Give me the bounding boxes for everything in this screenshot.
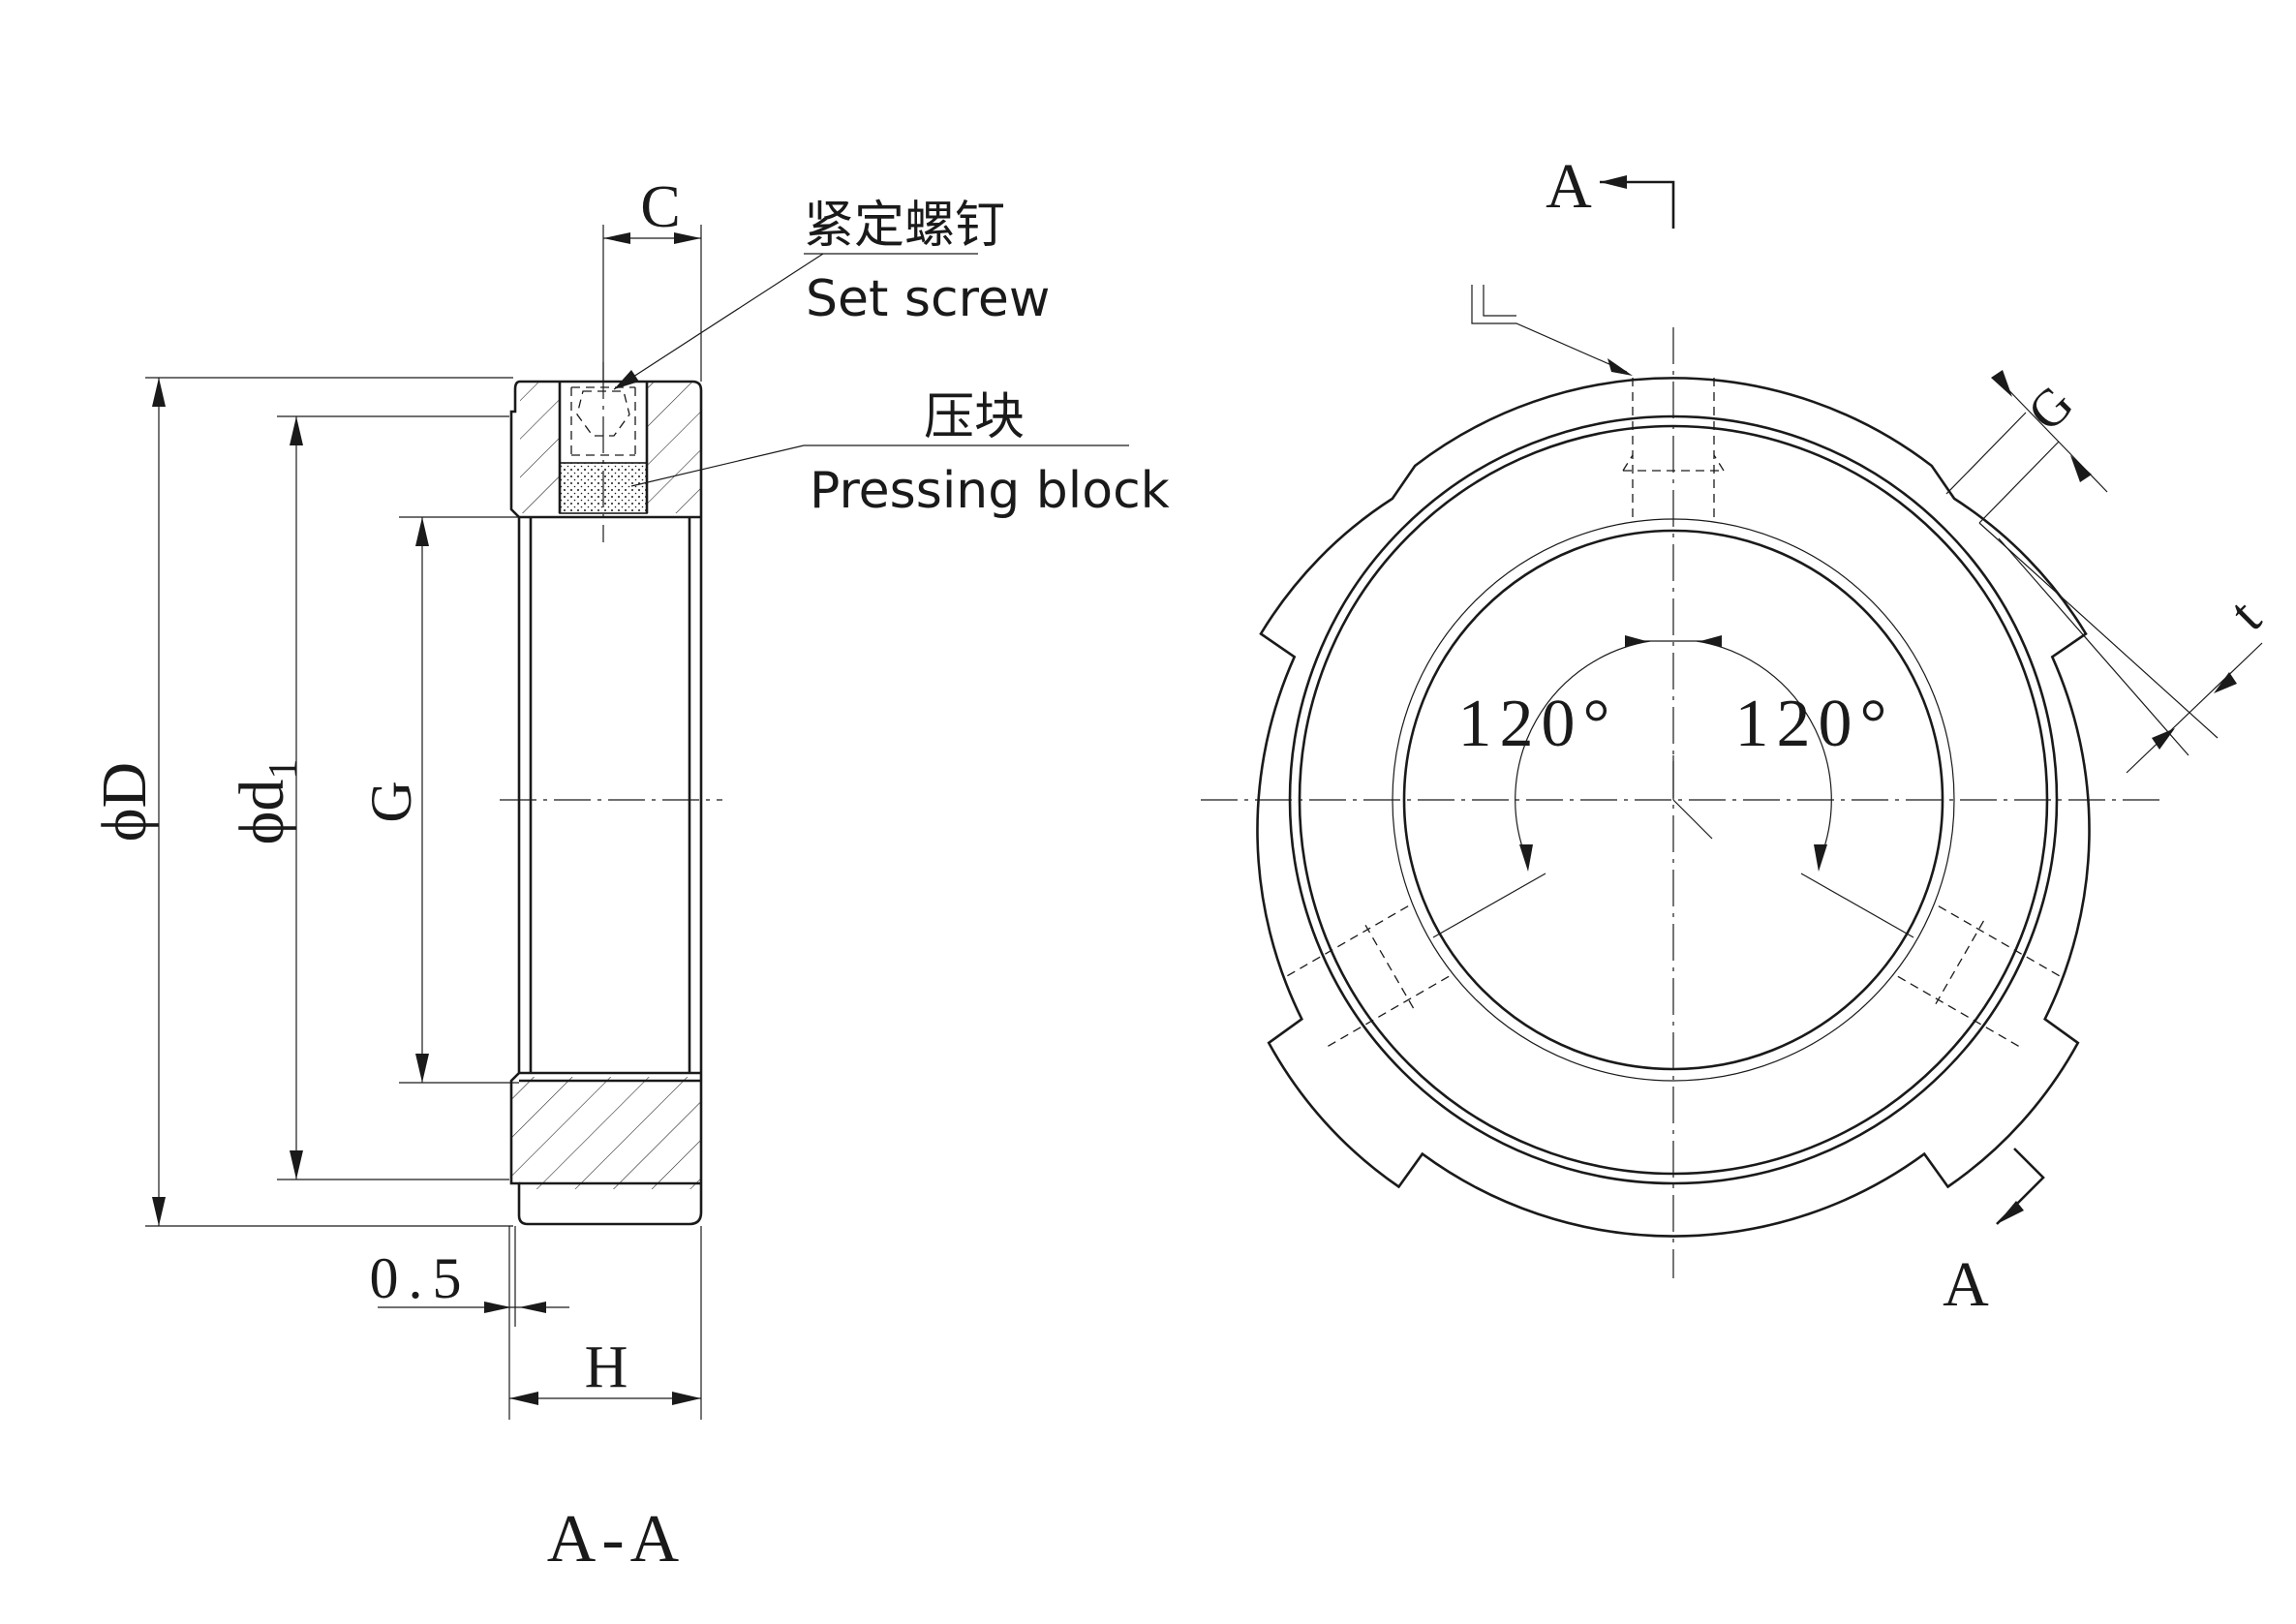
slot-width-dimension — [1945, 370, 2108, 524]
slot-depth-label: t — [2218, 587, 2273, 642]
dimension-chamfer — [378, 1226, 569, 1327]
angle-label-right: 120° — [1735, 687, 1895, 761]
dimension-width — [508, 1226, 702, 1420]
section-arrow-top — [1600, 175, 1675, 229]
callout-set-screw-cn: 紧定螺钉 — [804, 197, 1005, 255]
label-screw-offset: C — [640, 174, 680, 240]
section-mark-bottom: A — [1943, 1249, 1989, 1320]
dimension-screw-offset — [602, 225, 702, 382]
lower-left-screw-hole — [1287, 904, 1452, 1047]
label-inner-diameter: ϕd1 — [227, 759, 306, 845]
dimension-inner-diameter — [277, 415, 509, 1180]
callout-set-screw-en: Set screw — [806, 270, 1050, 328]
label-thread: G — [359, 781, 423, 822]
section-view — [145, 225, 1129, 1420]
front-view — [1201, 175, 2263, 1278]
label-outer-diameter: ϕD — [89, 762, 160, 842]
angle-arc-left — [1515, 640, 1651, 859]
lower-right-screw-hole — [1895, 904, 2060, 1047]
section-arrow-bottom — [1996, 1148, 2045, 1225]
label-width: H — [585, 1334, 628, 1400]
outer-ring — [1256, 377, 2091, 1238]
dimension-thread — [399, 516, 519, 1084]
dimension-outer-diameter — [145, 377, 513, 1227]
angle-arc-right — [1696, 640, 1832, 859]
bottom-wall-section — [511, 1077, 701, 1189]
section-view-title: A-A — [547, 1502, 685, 1577]
callout-pressing-block-en: Pressing block — [810, 462, 1170, 520]
angle-label-left: 120° — [1458, 687, 1618, 761]
section-mark-top: A — [1546, 151, 1592, 222]
callout-pressing-block-cn: 压块 — [924, 388, 1025, 446]
label-chamfer: 0.5 — [370, 1246, 472, 1310]
slot-width-label: G — [2016, 374, 2084, 442]
section-outline — [509, 380, 703, 1226]
top-screw-hole — [1622, 378, 1725, 519]
slot-depth-dimension — [1978, 522, 2263, 774]
